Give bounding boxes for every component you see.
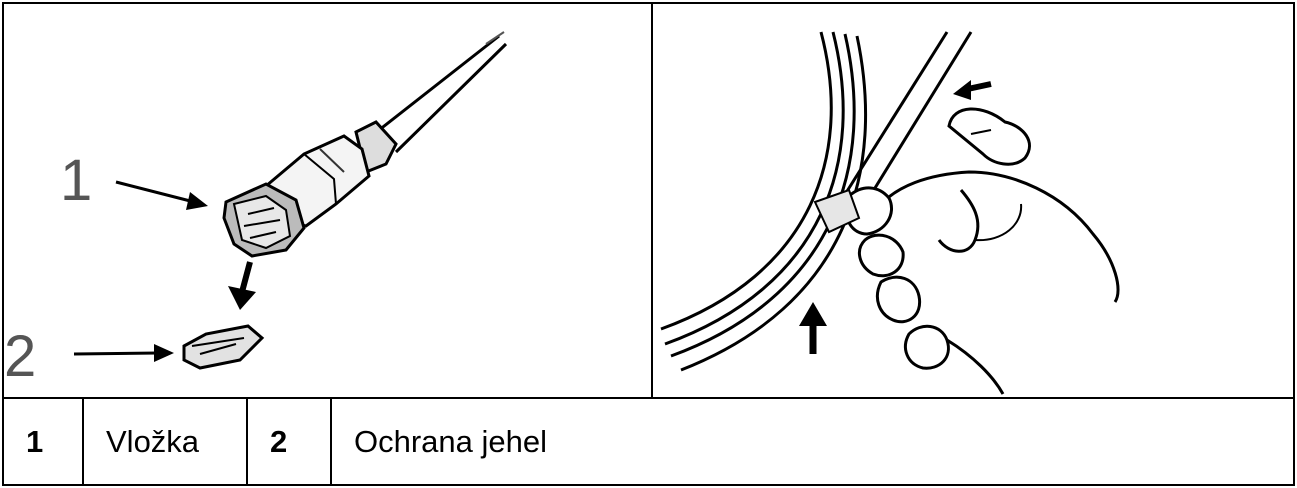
insert-and-needle-guard-drawing: 1 2 bbox=[4, 4, 651, 397]
hand-removing-needle-drawing bbox=[653, 4, 1293, 397]
legend-label-needle-guard: Ochrana jehel bbox=[332, 399, 1293, 484]
legend-label-cell-1: Vložka bbox=[82, 397, 248, 486]
legend-label-cell-2: Ochrana jehel bbox=[330, 397, 1295, 486]
legend-label-insert: Vložka bbox=[84, 399, 246, 484]
legend-number-cell-1: 1 bbox=[2, 397, 84, 486]
legend-number-cell-2: 2 bbox=[246, 397, 332, 486]
legend-number-1: 1 bbox=[4, 399, 82, 484]
insert-illustration-cell: 1 2 bbox=[2, 2, 653, 399]
callout-1-label: 1 bbox=[60, 148, 92, 213]
callout-2-label: 2 bbox=[4, 324, 36, 389]
legend-number-2: 2 bbox=[248, 399, 330, 484]
needle-removal-illustration-cell bbox=[651, 2, 1295, 399]
